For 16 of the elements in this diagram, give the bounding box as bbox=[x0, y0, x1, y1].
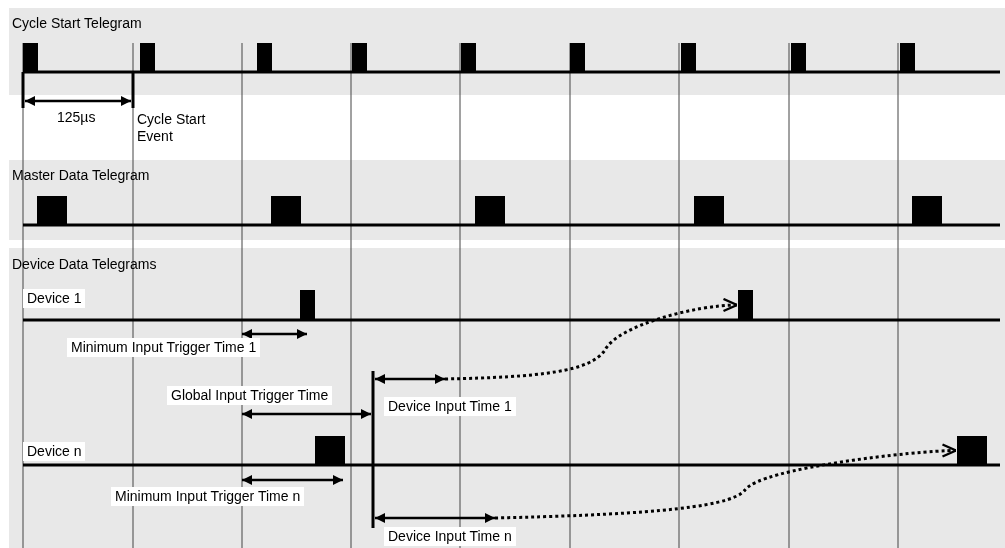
signal-label: Device n bbox=[23, 442, 86, 461]
dimension-label: Device Input Time n bbox=[384, 527, 516, 546]
band-title: Device Data Telegrams bbox=[12, 256, 157, 273]
event-label: Cycle Start Event bbox=[137, 111, 207, 145]
pulse-bar bbox=[738, 290, 753, 320]
dimension-label: Minimum Input Trigger Time 1 bbox=[67, 338, 261, 357]
dimension-label: Device Input Time 1 bbox=[384, 397, 516, 416]
band-title: Master Data Telegram bbox=[12, 167, 150, 184]
dimension-label: Minimum Input Trigger Time n bbox=[111, 487, 305, 506]
signal-label: Device 1 bbox=[23, 289, 86, 308]
dimension-label: Global Input Trigger Time bbox=[167, 386, 333, 405]
dotted-arrow bbox=[444, 298, 739, 381]
dotted-arrow bbox=[494, 443, 958, 520]
band-title: Cycle Start Telegram bbox=[12, 15, 142, 32]
pulse-bar bbox=[957, 436, 987, 465]
dimension-label: 125µs bbox=[57, 109, 96, 126]
